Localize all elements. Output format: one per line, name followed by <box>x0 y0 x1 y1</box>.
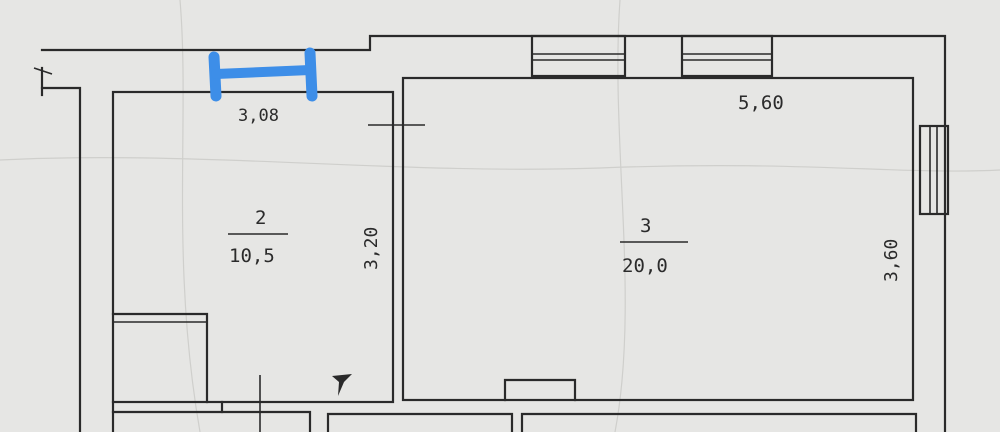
dimension-room-2-height: 3,20 <box>361 227 382 270</box>
wall-tick <box>33 67 53 75</box>
dimension-room-3-width: 5,60 <box>738 92 784 114</box>
window-top-right <box>680 34 774 78</box>
dimension-room-3-height: 3,60 <box>881 239 902 282</box>
window-top-left <box>530 34 627 78</box>
room-2-walls <box>111 90 395 404</box>
paper-crease <box>614 0 626 432</box>
room-3-walls <box>401 76 915 402</box>
room-3-area: 20,0 <box>622 255 668 277</box>
paper-crease <box>0 157 1000 172</box>
ink-mark <box>332 374 352 396</box>
room-2-area: 10,5 <box>229 245 275 267</box>
outer-wall <box>40 86 82 432</box>
room-2-fixture <box>111 312 209 404</box>
highlight-mark <box>208 47 318 102</box>
lower-wall <box>520 412 918 432</box>
dimension-room-2-width: 3,08 <box>238 106 279 126</box>
room-2-number: 2 <box>255 207 266 229</box>
room-3-number: 3 <box>640 215 651 237</box>
niche <box>503 378 577 402</box>
outer-wall <box>40 34 947 432</box>
lower-wall <box>326 412 514 432</box>
window-right <box>918 124 950 216</box>
lower-wall <box>111 410 312 432</box>
